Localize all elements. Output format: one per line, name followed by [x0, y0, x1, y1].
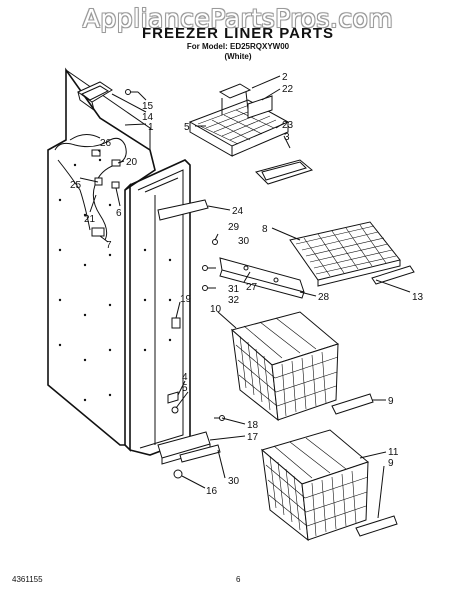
callout-32: 32	[228, 295, 240, 306]
callout-31: 31	[228, 284, 240, 295]
callout-15: 15	[142, 101, 154, 112]
callout-9-lower: 9	[388, 458, 394, 469]
diagram-title: FREEZER LINER PARTS	[141, 25, 335, 42]
watermark: AppliancePartsPros.com	[82, 4, 394, 33]
callout-9-upper: 9	[388, 396, 394, 407]
callout-25: 25	[70, 180, 82, 191]
callout-labels: 1 2 22 15 14 5 23 3 26 20 25 21 6 7 24 8…	[70, 72, 424, 497]
footer-part-number: 4361155	[12, 575, 43, 584]
footer-page-number: 6	[236, 575, 241, 584]
callout-26: 26	[100, 138, 112, 149]
callout-16: 16	[206, 486, 218, 497]
callout-6: 6	[116, 208, 122, 219]
callout-13: 13	[412, 292, 424, 303]
callout-5: 5	[182, 383, 188, 394]
callout-8: 8	[262, 224, 268, 235]
freezer-liner	[47, 67, 191, 456]
small-tray	[255, 159, 314, 185]
callout-1: 1	[148, 122, 154, 133]
callout-4: 4	[182, 372, 188, 383]
callout-10: 10	[210, 304, 222, 315]
callout-27: 27	[246, 282, 258, 293]
bottom-trim	[157, 415, 225, 479]
callout-18: 18	[247, 420, 259, 431]
callout-30-top: 30	[238, 236, 250, 247]
callout-30: 30	[228, 476, 240, 487]
color-line: (White)	[224, 52, 252, 61]
callout-29: 29	[228, 222, 240, 233]
shelf-trim	[371, 265, 415, 285]
callout-20: 20	[126, 157, 138, 168]
callout-21: 21	[84, 214, 96, 225]
model-line: For Model: ED25RQXYW00	[186, 42, 290, 51]
wire-shelf	[289, 221, 401, 287]
callout-7: 7	[106, 240, 112, 251]
callout-19: 19	[180, 294, 192, 305]
basket-trim-lower	[355, 515, 398, 537]
callout-5-top: 5	[184, 122, 190, 133]
upper-basket	[230, 311, 340, 422]
light-bracket	[77, 81, 138, 112]
callout-14: 14	[142, 112, 154, 123]
callout-3: 3	[284, 132, 290, 143]
shelf-support	[202, 239, 305, 299]
callout-11: 11	[388, 447, 399, 458]
liner-holes	[58, 158, 172, 402]
trim-strip	[157, 199, 209, 221]
basket-trim-upper	[331, 393, 374, 415]
callout-22: 22	[282, 84, 294, 95]
callout-24: 24	[232, 206, 244, 217]
leader-lines	[79, 75, 411, 519]
top-shelf-frame	[188, 83, 290, 157]
lower-basket	[260, 429, 370, 542]
callout-23: 23	[282, 120, 294, 131]
callout-17: 17	[247, 432, 259, 443]
callout-2: 2	[282, 72, 288, 83]
callout-28: 28	[318, 292, 330, 303]
